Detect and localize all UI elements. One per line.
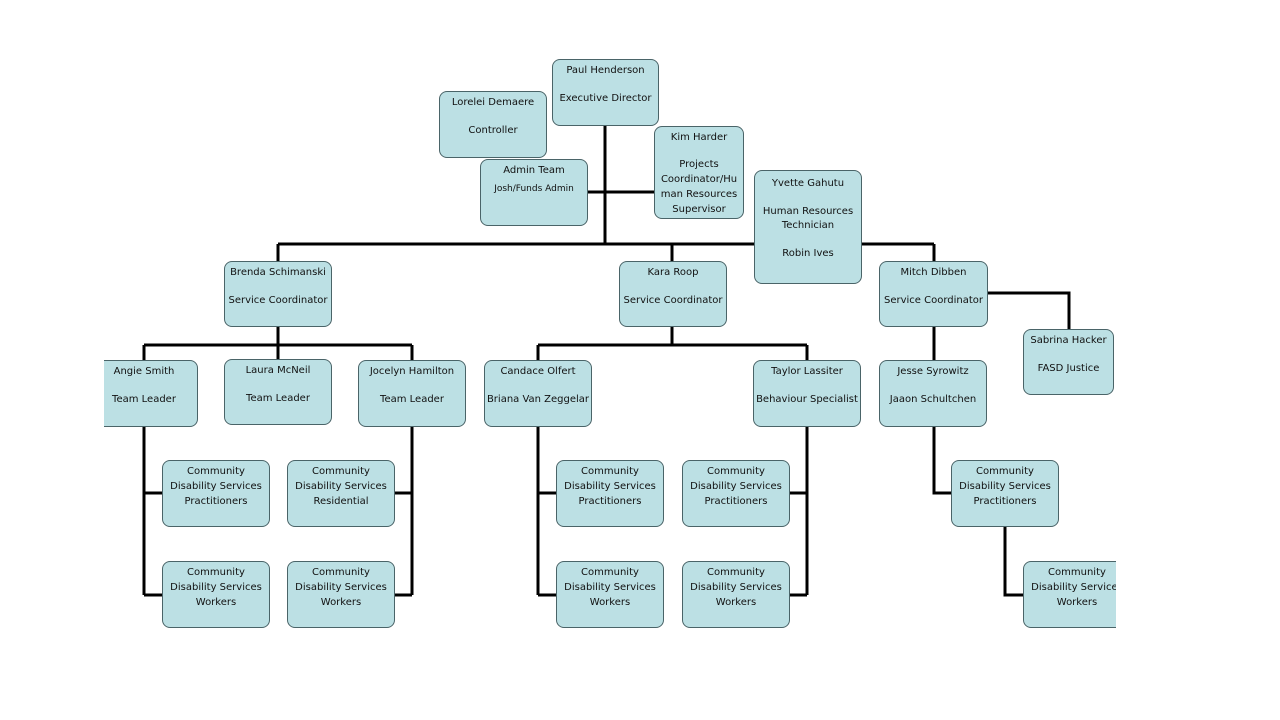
node-name: Mitch Dibben [900,267,967,278]
node-name: Jesse Syrowitz [897,366,969,377]
node-name: Sabrina Hacker [1030,335,1107,346]
left-edge-mask [0,355,104,435]
node-service-coordinator-brenda: Brenda Schimanski Service Coordinator [224,261,332,327]
node-cds-practitioners: Community Disability Services Practition… [556,460,664,527]
node-title-line: Coordinator/Hu [660,174,738,185]
node-line: Residential [313,496,369,507]
node-title: Team Leader [380,394,444,405]
node-name: Lorelei Demaere [451,97,535,108]
node-title: Technician [781,220,835,231]
node-cds-residential: Community Disability Services Residentia… [287,460,395,527]
node-name: Angie Smith [113,366,175,377]
node-line: Workers [715,597,757,608]
node-line: Practitioners [578,496,642,507]
node-name: Jocelyn Hamilton [369,366,455,377]
connector-cds9-down [1003,526,1024,597]
node-title: Executive Director [559,93,652,104]
node-line: Disability Services [690,582,782,593]
node-title: Briana Van Zeggelar [486,394,590,405]
node-title: Team Leader [246,393,310,404]
node-line: Workers [1056,597,1098,608]
node-cds-workers: Community Disability Services Workers [287,561,395,628]
node-line: Disability Services [295,481,387,492]
node-line: Community [1048,567,1106,578]
connector-jesse-down [932,427,952,495]
node-hr-supervisor: Kim Harder Projects Coordinator/Hu man R… [654,126,744,219]
node-cds-practitioners: Community Disability Services Practition… [951,460,1059,527]
node-line: Community [312,567,370,578]
node-extra: Robin Ives [782,248,834,259]
node-cds-workers: Community Disability Services Workers [556,561,664,628]
node-cds-workers: Community Disability Services Workers [682,561,790,628]
node-title: FASD Justice [1037,363,1100,374]
node-line: Community [581,466,639,477]
node-title-line: Projects [679,159,719,170]
node-cds-workers: Community Disability Services Workers [162,561,270,628]
node-line: Community [976,466,1034,477]
node-admin-team: Admin Team Josh/Funds Admin [480,159,588,226]
node-name: Yvette Gahutu [771,178,845,189]
node-title: Team Leader [112,394,176,405]
node-hr-technician: Yvette Gahutu Human Resources Technician… [754,170,862,284]
node-service-coordinator-mitch: Mitch Dibben Service Coordinator [879,261,988,327]
node-line: Practitioners [184,496,248,507]
node-line: Disability Services [170,481,262,492]
node-cds-workers: Community Disability Services Workers [1023,561,1131,628]
node-team-leader-candace: Candace Olfert Briana Van Zeggelar [484,360,592,427]
node-line: Disability Services [690,481,782,492]
node-fasd-justice: Sabrina Hacker FASD Justice [1023,329,1114,395]
node-team-leader-laura: Laura McNeil Team Leader [224,359,332,425]
node-line: Community [312,466,370,477]
node-team-leader-jocelyn: Jocelyn Hamilton Team Leader [358,360,466,427]
node-line: Disability Services [1031,582,1123,593]
node-service-coordinator-kara: Kara Roop Service Coordinator [619,261,727,327]
node-name: Admin Team [503,165,565,176]
node-name: Brenda Schimanski [230,267,326,278]
node-cds-practitioners: Community Disability Services Practition… [162,460,270,527]
node-title: Service Coordinator [228,295,328,306]
node-line: Practitioners [704,496,768,507]
node-title: Human Resources [762,206,854,217]
node-name: Laura McNeil [245,365,311,376]
node-detail: Josh/Funds Admin [494,184,574,194]
node-line: Disability Services [295,582,387,593]
node-line: Disability Services [959,481,1051,492]
node-line: Disability Services [564,481,656,492]
node-team-leader-jesse: Jesse Syrowitz Jaaon Schultchen [879,360,987,427]
node-name: Paul Henderson [566,65,645,76]
node-line: Community [187,567,245,578]
node-title-line: man Resources [660,189,738,200]
node-name: Candace Olfert [500,366,576,377]
node-title: Jaaon Schultchen [889,394,977,405]
node-title: Behaviour Specialist [756,394,858,405]
node-name: Taylor Lassiter [771,366,843,377]
connector-mitch-sabrina [987,291,1071,329]
node-line: Community [187,466,245,477]
node-title: Service Coordinator [883,295,984,306]
node-team-leader-angie: Angie Smith Team Leader [90,360,198,427]
node-behaviour-specialist: Taylor Lassiter Behaviour Specialist [753,360,861,427]
node-line: Community [707,567,765,578]
node-name: Kim Harder [670,132,728,143]
node-title-line: Supervisor [672,204,726,215]
right-edge-mask [1116,555,1156,635]
node-line: Community [707,466,765,477]
node-line: Workers [320,597,362,608]
node-line: Practitioners [973,496,1037,507]
node-line: Community [581,567,639,578]
node-executive-director: Paul Henderson Executive Director [552,59,659,126]
node-line: Workers [589,597,631,608]
node-cds-practitioners: Community Disability Services Practition… [682,460,790,527]
node-line: Workers [195,597,237,608]
node-name: Kara Roop [647,267,699,278]
node-title: Service Coordinator [623,295,723,306]
node-controller: Lorelei Demaere Controller [439,91,547,158]
node-title: Controller [468,125,518,136]
node-line: Disability Services [564,582,656,593]
node-line: Disability Services [170,582,262,593]
